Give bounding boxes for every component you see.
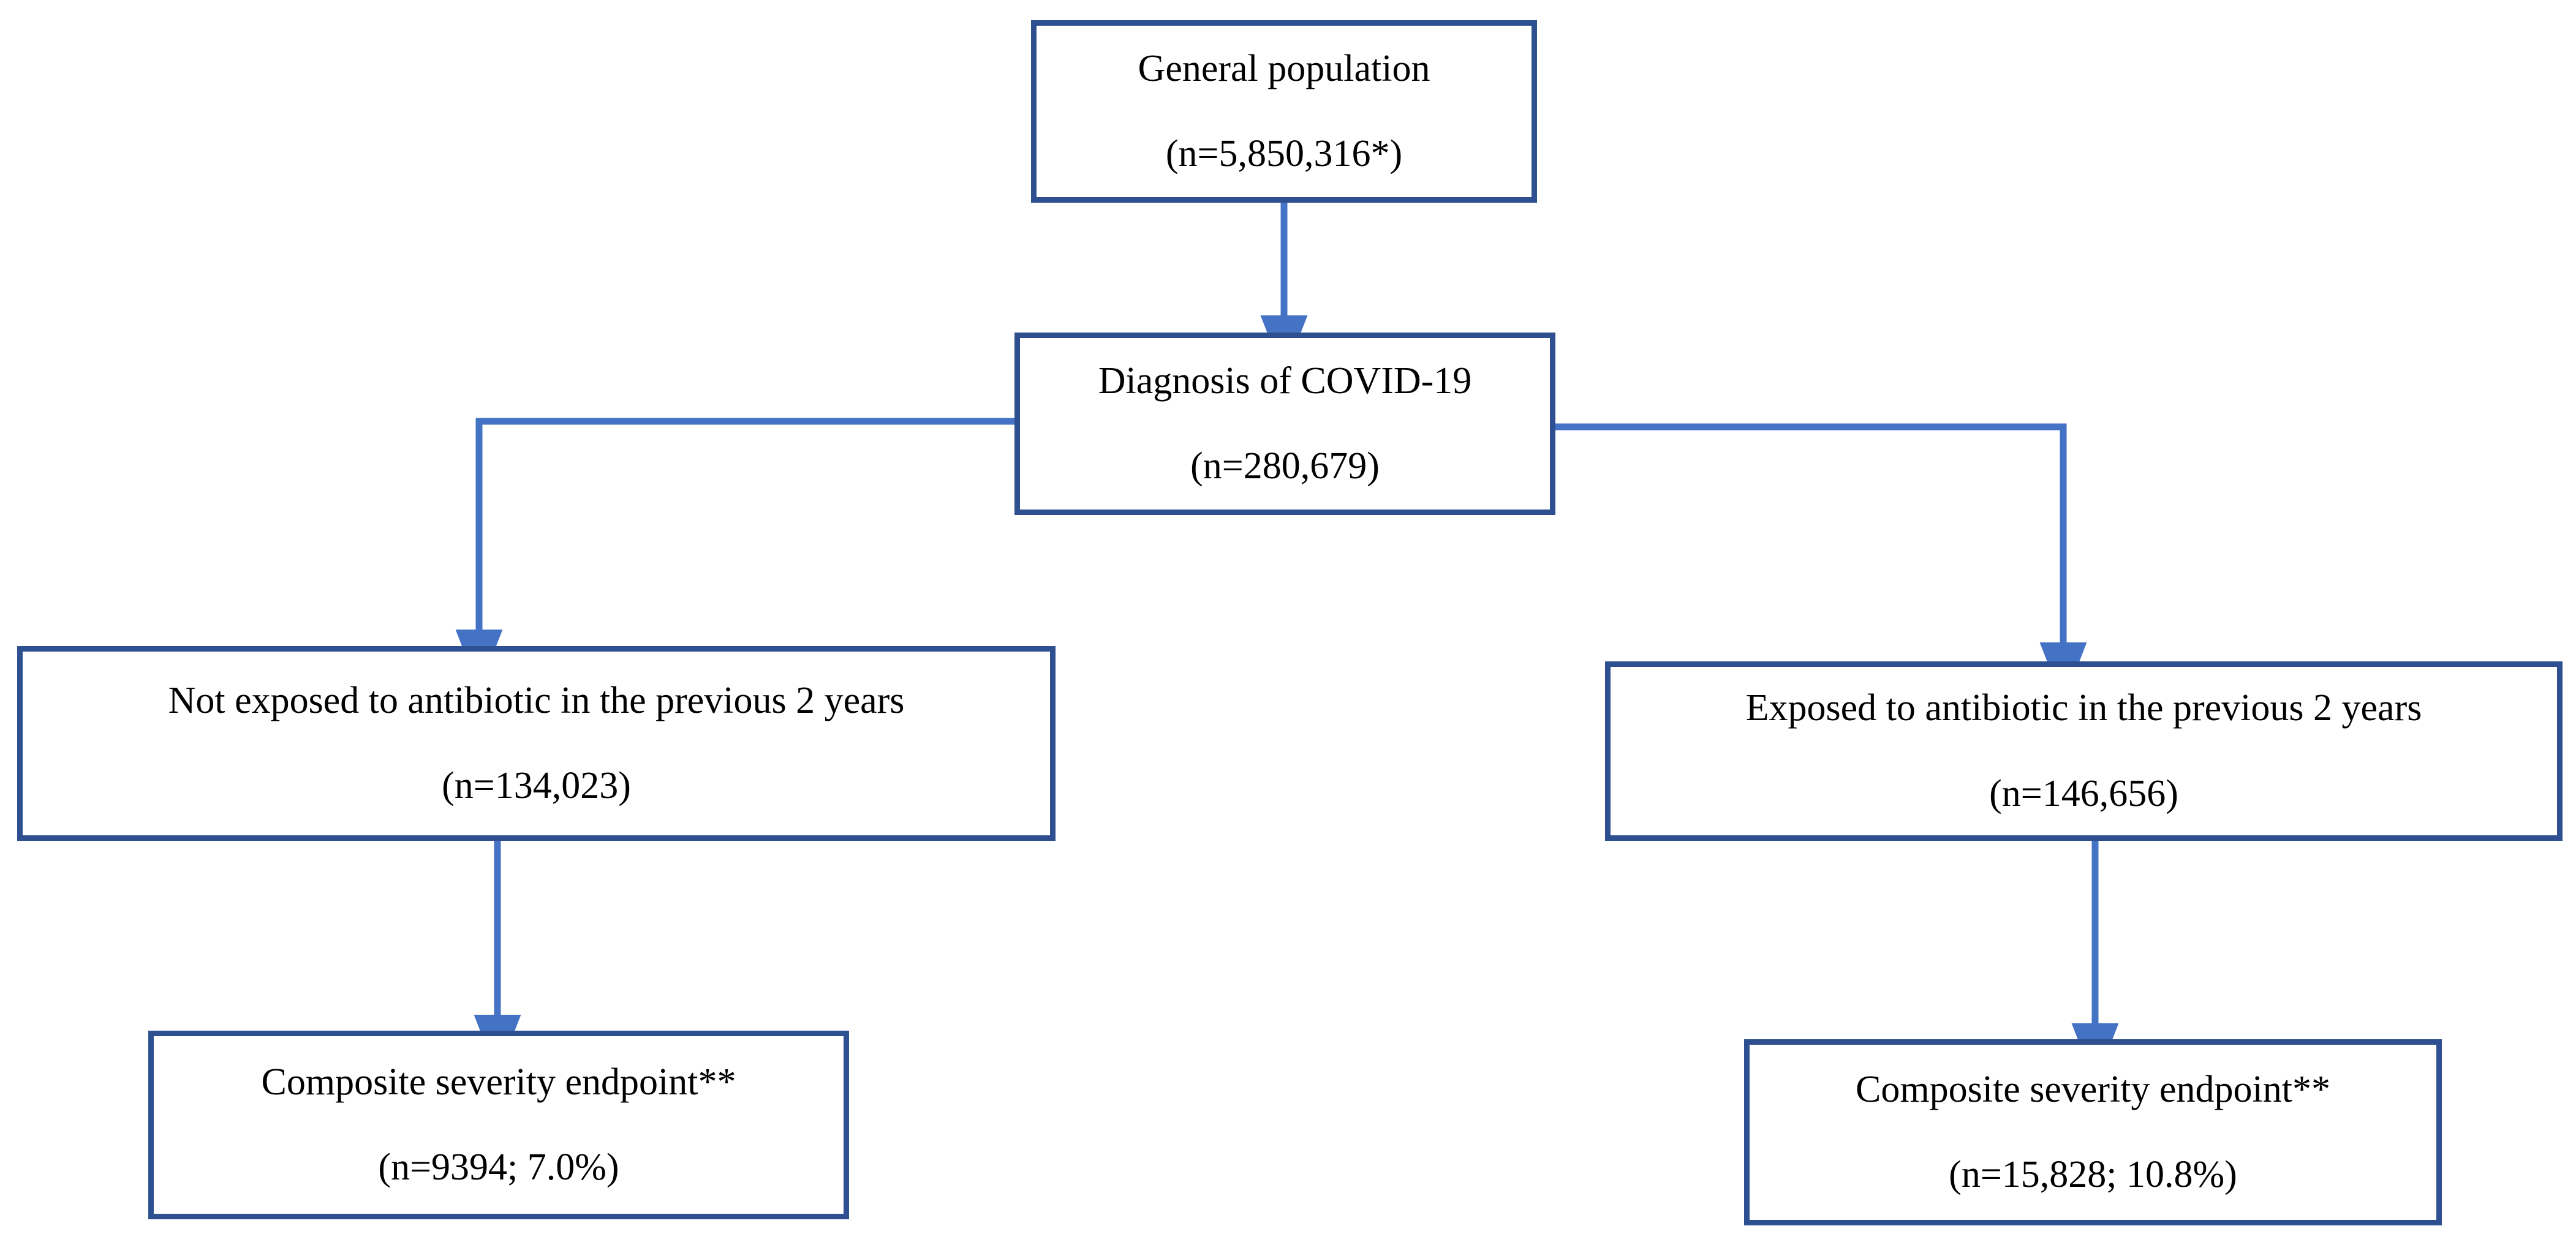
node-not-exposed-count: (n=134,023) <box>442 765 631 807</box>
node-endpoint-left-title: Composite severity endpoint** <box>261 1061 736 1103</box>
node-covid-diagnosis-title: Diagnosis of COVID-19 <box>1098 359 1472 402</box>
node-not-exposed-title: Not exposed to antibiotic in the previou… <box>168 679 905 721</box>
node-composite-severity-endpoint-not-exposed[interactable]: Composite severity endpoint** (n=9394; 7… <box>148 1031 849 1219</box>
node-not-exposed-to-antibiotic[interactable]: Not exposed to antibiotic in the previou… <box>17 646 1056 841</box>
node-endpoint-right-count: (n=15,828; 10.8%) <box>1949 1154 2237 1195</box>
node-endpoint-right-title: Composite severity endpoint** <box>1856 1068 2330 1110</box>
node-composite-severity-endpoint-exposed[interactable]: Composite severity endpoint** (n=15,828;… <box>1744 1039 2442 1225</box>
node-covid-diagnosis-count: (n=280,679) <box>1190 445 1380 487</box>
node-general-population-title: General population <box>1138 47 1430 89</box>
node-exposed-title: Exposed to antibiotic in the previous 2 … <box>1745 687 2422 729</box>
node-exposed-to-antibiotic[interactable]: Exposed to antibiotic in the previous 2 … <box>1605 661 2563 841</box>
node-covid-diagnosis[interactable]: Diagnosis of COVID-19 (n=280,679) <box>1014 333 1555 515</box>
edge-diagnosis-to-exposed <box>1548 423 2087 703</box>
node-general-population-count: (n=5,850,316*) <box>1165 133 1403 175</box>
edge-diagnosis-to-not-exposed <box>455 418 1027 690</box>
node-endpoint-left-count: (n=9394; 7.0%) <box>378 1146 619 1188</box>
node-exposed-count: (n=146,656) <box>1989 772 2178 814</box>
node-general-population[interactable]: General population (n=5,850,316*) <box>1031 20 1537 203</box>
